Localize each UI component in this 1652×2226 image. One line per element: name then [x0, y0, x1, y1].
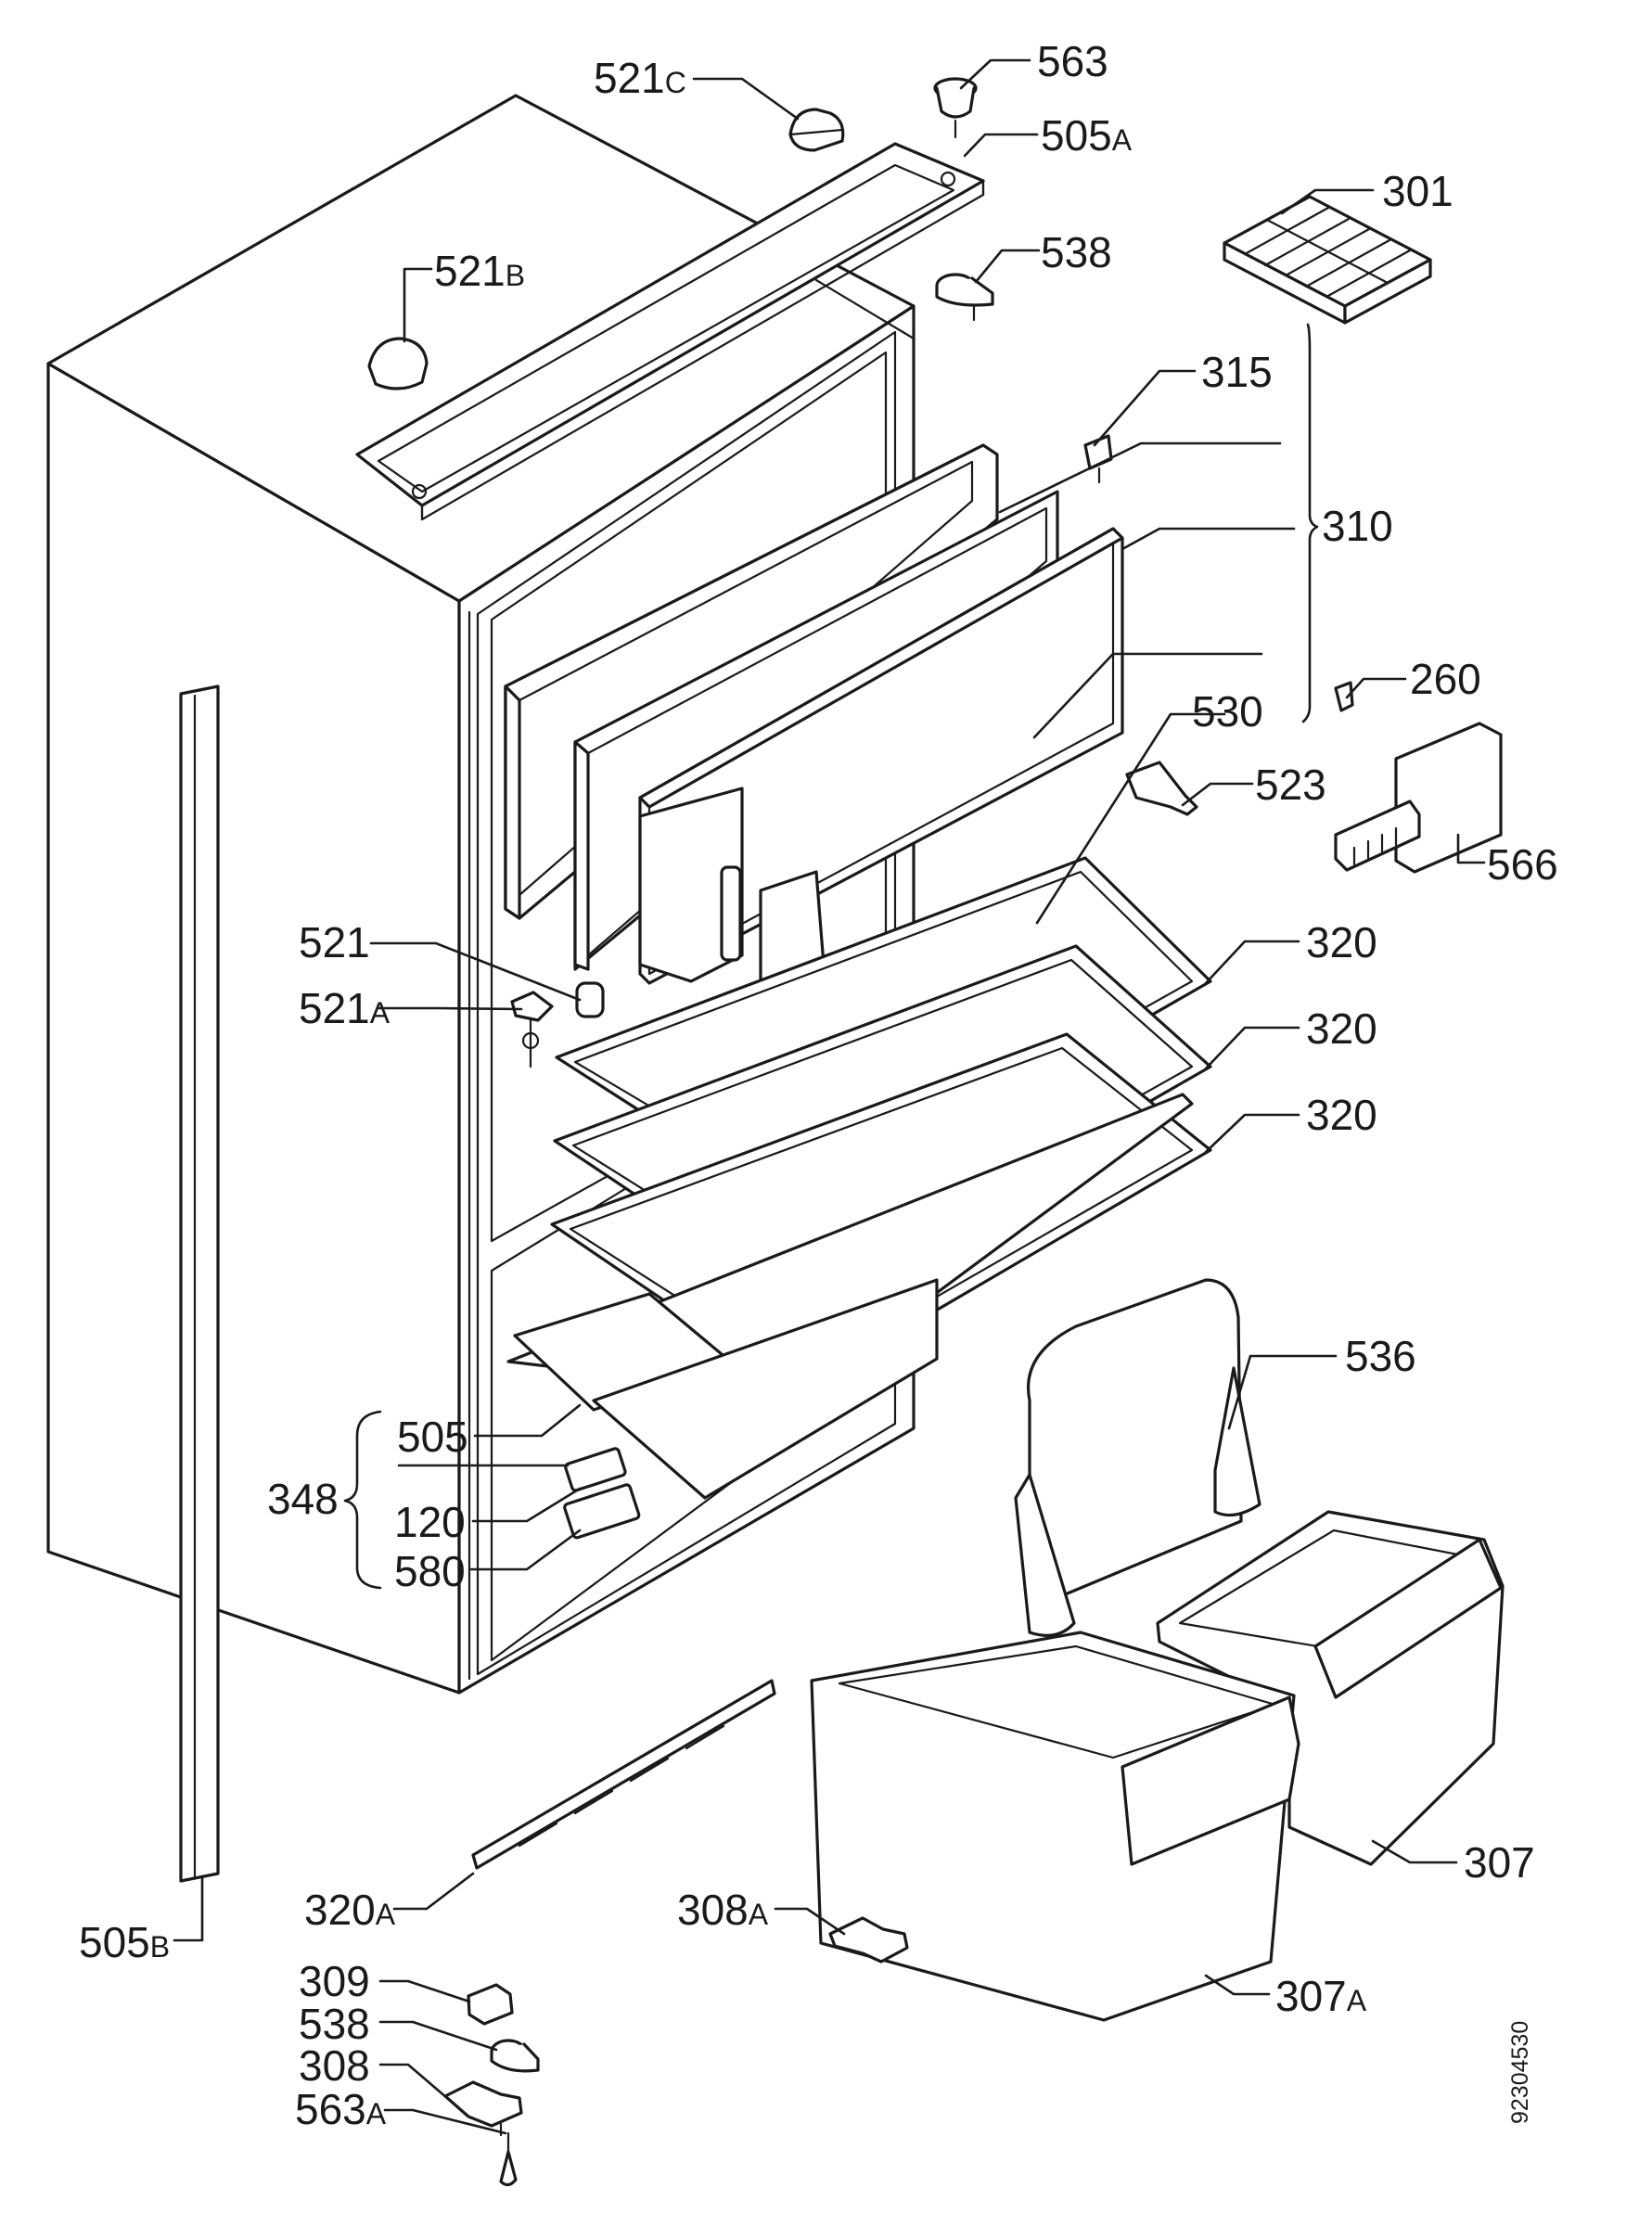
label-521: 521	[299, 918, 370, 966]
glass-shelf	[506, 1093, 1194, 1500]
label-521c: 521C	[594, 54, 686, 102]
label-348: 348	[267, 1475, 339, 1523]
door-seal-rail	[179, 684, 220, 1883]
clip-icon	[1334, 681, 1354, 712]
hinge-plate	[355, 142, 985, 521]
label-521a: 521A	[299, 984, 391, 1032]
ice-scraper-icon	[1334, 722, 1503, 874]
cap-309-icon	[467, 1983, 514, 2026]
label-530: 530	[1192, 687, 1263, 736]
label-538-bottom: 538	[299, 2000, 370, 2048]
label-521b: 521B	[434, 247, 525, 295]
label-301: 301	[1382, 167, 1454, 215]
label-563a: 563A	[295, 2085, 387, 2133]
label-307: 307	[1464, 1838, 1535, 1887]
leader-lines	[173, 58, 1486, 2135]
hinge-pin-icon	[933, 77, 978, 139]
door-bin-large	[810, 1631, 1300, 2022]
plinth-rail	[471, 1679, 776, 1870]
label-308: 308	[299, 2041, 370, 2090]
hinge-top-icon	[935, 273, 994, 322]
label-505b: 505B	[79, 1918, 170, 1966]
label-523: 523	[1255, 761, 1326, 809]
label-320-shelf-middle: 320	[1306, 1004, 1377, 1053]
label-120: 120	[394, 1498, 466, 1546]
part-labels: 521C 563 505A 301 521B 538 315 310 260 5…	[79, 37, 1558, 2133]
label-307a: 307A	[1275, 1972, 1367, 2020]
label-536: 536	[1345, 1332, 1416, 1380]
label-538-top: 538	[1041, 228, 1112, 276]
label-566: 566	[1487, 840, 1558, 889]
bracket-308a-icon	[828, 1916, 909, 1964]
cover-cap-left-icon	[367, 337, 429, 390]
thermostat-knob-icon	[563, 1447, 641, 1540]
hinge-bottom-icon	[490, 2039, 540, 2073]
label-309: 309	[299, 1957, 370, 2005]
label-320a: 320A	[304, 1886, 396, 1934]
label-505: 505	[397, 1413, 468, 1461]
label-308a: 308A	[677, 1886, 769, 1934]
lamp-switch-icon	[510, 991, 554, 1068]
cover-cap-top-icon	[788, 108, 845, 152]
label-310: 310	[1322, 502, 1393, 550]
ice-cube-tray-icon	[1223, 195, 1432, 325]
label-580: 580	[394, 1547, 466, 1595]
hinge-pin-bottom-icon	[499, 2131, 518, 2187]
document-code: 92304530	[1507, 2021, 1533, 2124]
shelf-divider	[1014, 1278, 1261, 1637]
label-320-shelf-top: 320	[1306, 918, 1377, 966]
door-stop-icon	[1125, 761, 1198, 816]
label-505a: 505A	[1041, 111, 1133, 160]
label-260: 260	[1410, 655, 1481, 703]
freezer-door-panel	[638, 527, 1124, 985]
group-bracket-348	[343, 1410, 382, 1590]
label-315: 315	[1201, 348, 1273, 396]
label-320-shelf-bottom: 320	[1306, 1091, 1377, 1139]
label-563: 563	[1037, 37, 1108, 85]
door-bin-small	[1156, 1510, 1505, 1866]
group-bracket-310	[1301, 323, 1319, 723]
